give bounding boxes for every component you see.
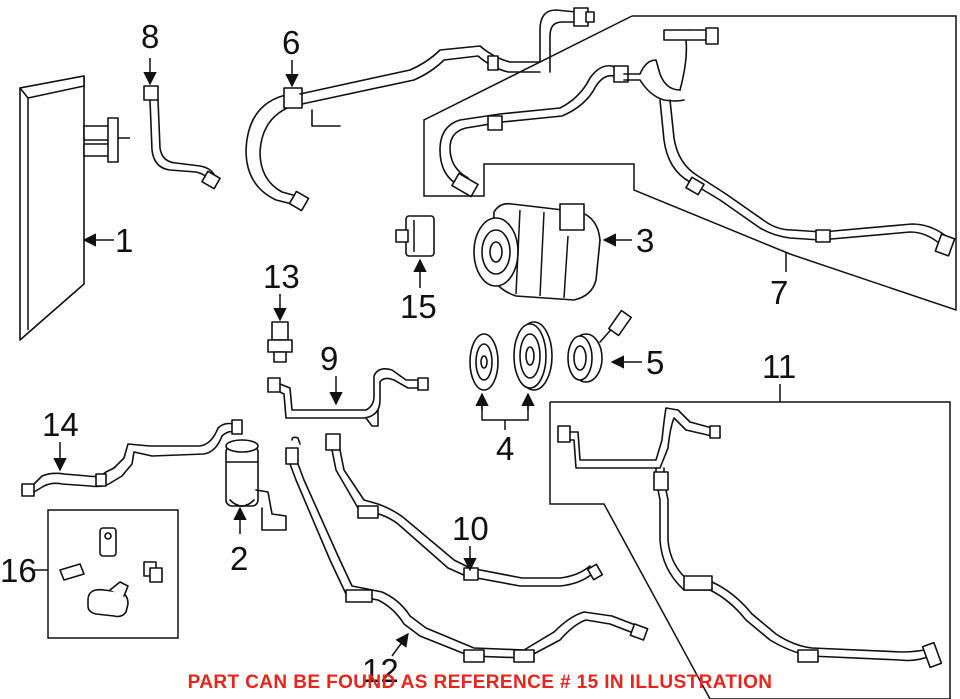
callout-10: 10 — [452, 510, 489, 547]
tube-part-9 — [267, 368, 429, 427]
callout-1: 1 — [115, 222, 133, 259]
tube-part-10 — [325, 433, 604, 587]
coil-part-5 — [567, 309, 633, 383]
callout-4: 4 — [496, 430, 514, 467]
leader-12 — [391, 632, 409, 657]
bracket-4 — [481, 394, 529, 421]
callout-7: 7 — [770, 274, 788, 311]
callout-13: 13 — [263, 258, 300, 295]
callout-16: 16 — [0, 552, 37, 589]
compressor-part-3 — [473, 202, 601, 301]
hose-part-14 — [21, 419, 243, 497]
callout-14: 14 — [42, 406, 79, 443]
hose-group-part-11 — [549, 401, 951, 699]
callout-3: 3 — [636, 222, 654, 259]
callout-12: 12 — [362, 652, 399, 689]
tube-part-12 — [285, 436, 649, 663]
part-15 — [395, 215, 435, 257]
switch-part-13 — [267, 321, 293, 363]
callout-2: 2 — [230, 540, 248, 577]
callout-9: 9 — [320, 340, 338, 377]
footer-note: PART CAN BE FOUND AS REFERENCE # 15 IN I… — [188, 672, 773, 693]
drier-part-2 — [225, 439, 287, 531]
clutch-part-4 — [469, 321, 553, 391]
hose-part-8 — [143, 85, 221, 190]
hose-group-part-7 — [423, 15, 957, 312]
callout-6: 6 — [282, 24, 300, 61]
callout-15: 15 — [400, 288, 437, 325]
callout-11: 11 — [762, 348, 796, 385]
condenser-part-1 — [19, 75, 130, 341]
callout-5: 5 — [646, 344, 664, 381]
callout-8: 8 — [141, 18, 159, 55]
kit-part-16 — [47, 509, 179, 639]
hose-part-6 — [245, 7, 595, 212]
